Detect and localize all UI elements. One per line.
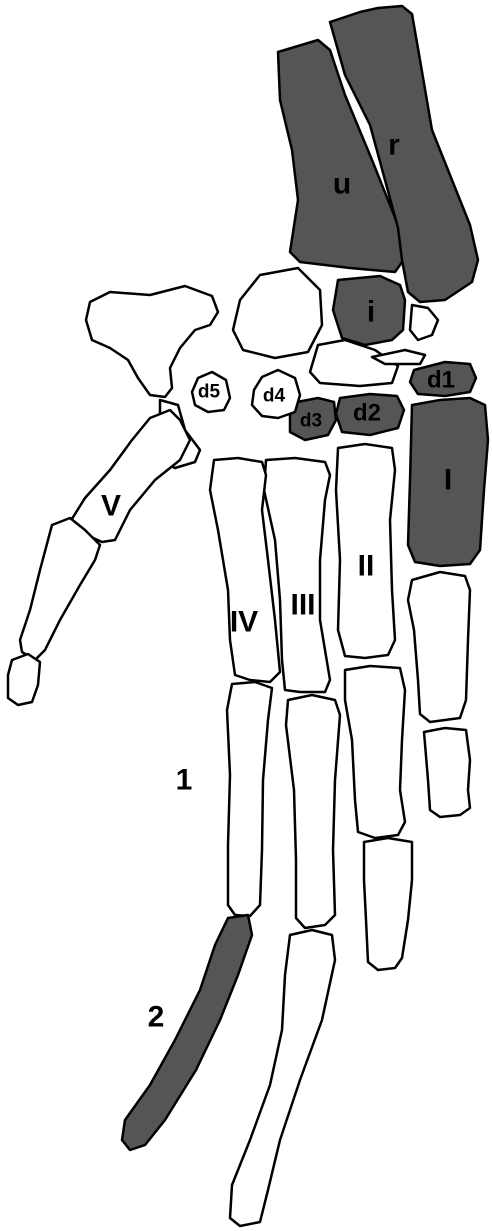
metacarpal-5-bone (70, 410, 190, 542)
digit-2-phalanx-1-bone (345, 666, 405, 838)
carpal-small-right-bone (410, 305, 438, 340)
metacarpal-3-label: III (290, 589, 315, 622)
radius-label: r (388, 129, 400, 162)
intermedium-label: i (367, 296, 375, 329)
distal-carpal-3-label: d3 (300, 411, 322, 432)
metacarpal-4-label: IV (230, 606, 258, 639)
phalanx-2-label: 2 (148, 1001, 165, 1034)
digit-4-phalanx-2-bone (122, 915, 252, 1150)
distal-carpal-1-label: d1 (427, 367, 455, 394)
digit-2-phalanx-2-bone (364, 838, 412, 970)
carpal-large-bone (233, 268, 322, 358)
metacarpal-2-label: II (358, 550, 375, 583)
metacarpal-1-label: I (444, 464, 452, 497)
digit-5-phalanx-1-bone (20, 518, 100, 660)
digit-4-phalanx-1-bone (227, 682, 272, 916)
digit-1-phalanx-2-bone (424, 728, 470, 817)
metacarpal-5-label: V (101, 490, 121, 523)
distal-carpal-2-label: d2 (353, 400, 381, 427)
digit-3-phalanx-1-bone (286, 695, 340, 928)
digit-1-phalanx-1-bone (408, 572, 470, 722)
ulna-label: u (333, 168, 351, 201)
digit-5-phalanx-2-bone (8, 654, 40, 705)
distal-carpal-4-label: d4 (263, 386, 286, 407)
distal-carpal-5-label: d5 (198, 382, 221, 403)
phalanx-1-label: 1 (176, 764, 193, 797)
digit-3-phalanx-2-bone (230, 930, 335, 1226)
